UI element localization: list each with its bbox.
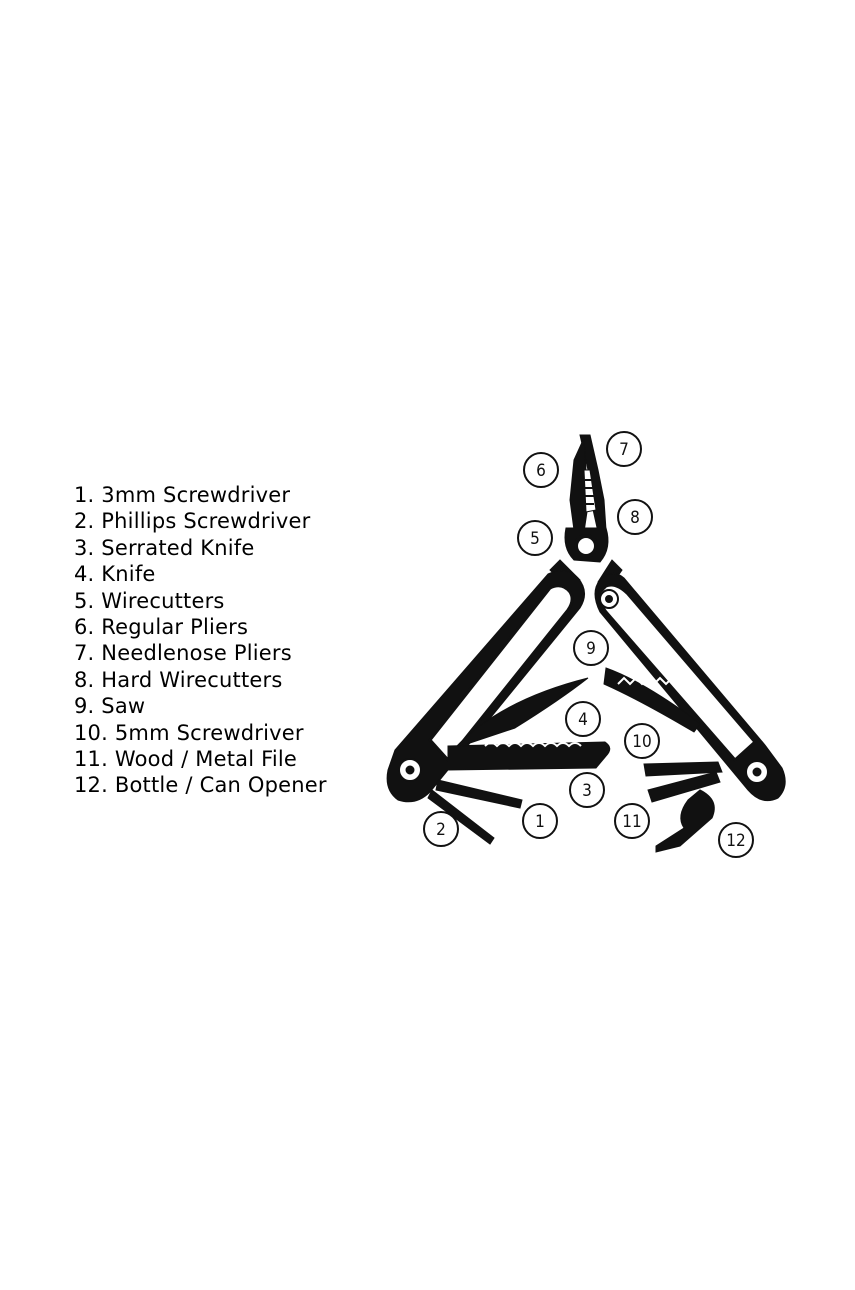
screwdriver-3mm bbox=[435, 779, 523, 809]
callout-2: 2 bbox=[423, 811, 459, 847]
file bbox=[647, 771, 721, 803]
svg-text:8: 8 bbox=[630, 508, 640, 528]
multitool-illustration bbox=[386, 434, 786, 853]
svg-text:10: 10 bbox=[632, 732, 651, 752]
callouts: 1 2 3 4 5 6 7 8 bbox=[423, 431, 754, 858]
left-tools bbox=[427, 677, 611, 845]
left-handle bbox=[386, 570, 585, 803]
callout-6: 6 bbox=[523, 452, 559, 488]
callout-9: 9 bbox=[573, 630, 609, 666]
bottle-opener bbox=[655, 789, 715, 853]
legend-item-5: 5. Wirecutters bbox=[74, 588, 225, 613]
serrated-knife-blade bbox=[447, 741, 611, 771]
callout-8: 8 bbox=[617, 499, 653, 535]
callout-11: 11 bbox=[614, 803, 650, 839]
legend-item-4: 4. Knife bbox=[74, 562, 156, 587]
pliers-head bbox=[549, 434, 623, 591]
svg-text:2: 2 bbox=[436, 820, 446, 840]
svg-text:5: 5 bbox=[530, 529, 540, 549]
svg-text:6: 6 bbox=[536, 461, 546, 481]
callout-4: 4 bbox=[565, 701, 601, 737]
svg-text:4: 4 bbox=[578, 710, 588, 730]
legend-item-7: 7. Needlenose Pliers bbox=[74, 641, 292, 666]
legend-item-3: 3. Serrated Knife bbox=[74, 535, 255, 560]
legend-item-11: 11. Wood / Metal File bbox=[74, 747, 298, 772]
callout-3: 3 bbox=[569, 772, 605, 808]
svg-text:3: 3 bbox=[582, 781, 592, 801]
legend-item-2: 2. Phillips Screwdriver bbox=[74, 509, 311, 534]
svg-text:7: 7 bbox=[619, 440, 629, 460]
callout-12: 12 bbox=[718, 822, 754, 858]
legend-item-9: 9. Saw bbox=[74, 694, 146, 719]
svg-text:12: 12 bbox=[726, 831, 745, 851]
phillips-screwdriver bbox=[427, 789, 495, 845]
svg-text:9: 9 bbox=[586, 639, 596, 659]
legend-item-1: 1. 3mm Screwdriver bbox=[74, 483, 291, 507]
right-handle bbox=[594, 573, 786, 802]
knife-blade bbox=[454, 677, 589, 749]
legend-item-10: 10. 5mm Screwdriver bbox=[74, 720, 304, 745]
svg-text:1: 1 bbox=[535, 812, 545, 832]
right-tools bbox=[603, 667, 723, 853]
callout-1: 1 bbox=[522, 803, 558, 839]
tool-legend: 1. 3mm Screwdriver 2. Phillips Screwdriv… bbox=[74, 482, 327, 799]
legend-item-6: 6. Regular Pliers bbox=[74, 615, 249, 640]
legend-item-12: 12. Bottle / Can Opener bbox=[74, 773, 327, 798]
callout-5: 5 bbox=[517, 520, 553, 556]
callout-7: 7 bbox=[606, 431, 642, 467]
screwdriver-5mm bbox=[643, 761, 723, 777]
legend-item-8: 8. Hard Wirecutters bbox=[74, 667, 283, 692]
svg-text:11: 11 bbox=[622, 812, 641, 832]
callout-10: 10 bbox=[624, 723, 660, 759]
